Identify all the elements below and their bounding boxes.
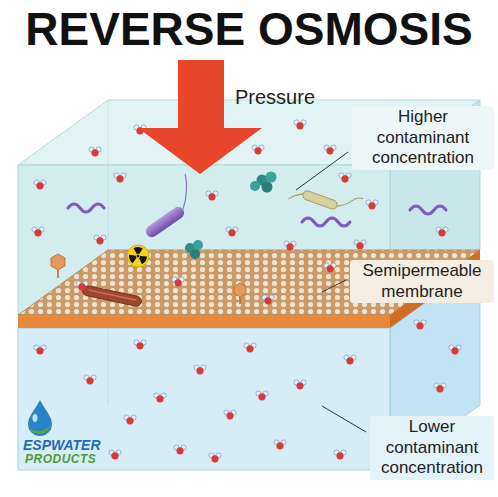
flagellum xyxy=(288,190,303,204)
diagram-title: REVERSE OSMOSIS xyxy=(10,6,488,52)
leader-line xyxy=(322,406,366,432)
rod-highlight xyxy=(89,290,136,300)
pressure-arrow-shaft xyxy=(178,60,224,130)
water-molecule xyxy=(134,340,146,350)
water-molecule xyxy=(449,345,461,355)
pressure-label: Pressure xyxy=(232,84,342,110)
virus-capsid xyxy=(51,254,65,270)
contaminant-cluster xyxy=(250,172,277,193)
water-molecule xyxy=(32,227,44,237)
callout-label: Lower contaminant concentration xyxy=(370,416,494,480)
particle-rod xyxy=(82,285,143,307)
water-molecule xyxy=(94,235,106,245)
water-molecule xyxy=(76,281,88,291)
water-molecule xyxy=(124,415,136,425)
lower-front-face xyxy=(18,328,390,470)
virus-tail xyxy=(239,297,241,304)
water-molecule xyxy=(339,173,351,183)
pressure-arrow-head xyxy=(138,128,262,174)
drop-shape xyxy=(28,400,52,436)
water-molecule xyxy=(434,383,446,393)
cluster-ball xyxy=(262,182,273,193)
leader-line xyxy=(296,152,348,190)
water-molecule xyxy=(89,147,101,157)
water-molecule xyxy=(34,345,46,355)
water-molecule xyxy=(366,200,378,210)
cluster-ball xyxy=(266,172,277,183)
membrane-front-band xyxy=(18,315,390,328)
radiation-disc xyxy=(127,245,149,267)
logo-text: PRODUCTS xyxy=(22,451,118,468)
virus xyxy=(51,254,65,278)
water-molecule xyxy=(34,180,46,190)
logo-drop xyxy=(28,400,52,436)
contaminant-worm xyxy=(410,206,446,214)
water-molecule xyxy=(209,453,221,463)
virus xyxy=(234,283,246,304)
bacterium-body xyxy=(144,204,187,239)
water-molecule xyxy=(334,450,346,460)
radiation-gap xyxy=(136,254,140,258)
bacterium-body xyxy=(302,190,339,211)
cluster-ball xyxy=(250,181,260,191)
water-molecule xyxy=(262,295,274,305)
water-molecule xyxy=(284,241,296,251)
water-molecule xyxy=(294,120,306,129)
water-molecule xyxy=(114,173,126,183)
radiation-trefoil xyxy=(130,248,145,263)
virus-tail xyxy=(57,270,59,278)
water-molecule xyxy=(154,393,166,403)
water-molecule xyxy=(172,277,184,287)
radiation-core xyxy=(137,255,140,258)
hidden-edge xyxy=(108,100,109,250)
water-molecule xyxy=(324,145,336,155)
contaminant-worm xyxy=(302,218,350,226)
rod-body xyxy=(82,285,143,307)
water-molecule xyxy=(224,410,236,420)
water-molecule xyxy=(436,227,448,237)
water-molecule xyxy=(244,343,256,353)
contaminant-worm xyxy=(68,204,104,212)
water-molecule xyxy=(84,375,96,385)
water-molecule xyxy=(274,440,286,450)
water-molecule xyxy=(256,391,268,401)
water-molecule xyxy=(294,380,306,390)
radiation-symbol xyxy=(127,245,149,267)
water-molecule xyxy=(109,450,121,460)
water-molecule xyxy=(324,263,336,273)
cluster-ball xyxy=(190,249,200,259)
cluster-ball xyxy=(193,240,203,250)
flagellum xyxy=(167,174,201,210)
drop-highlight xyxy=(33,414,38,422)
bacterium xyxy=(288,175,363,223)
contaminant-cluster xyxy=(185,240,203,259)
water-molecule xyxy=(206,191,218,201)
water-molecule xyxy=(174,445,186,455)
bacterium xyxy=(131,174,205,240)
water-molecule xyxy=(344,355,356,365)
leader-line xyxy=(322,280,346,292)
callout-label: Semipermeable membrane xyxy=(350,260,494,303)
callout-label: Higher contaminant concentration xyxy=(352,106,494,170)
flagellum xyxy=(337,191,363,214)
water-molecule xyxy=(354,240,366,250)
virus-capsid xyxy=(234,283,246,297)
drop-swoosh xyxy=(30,424,52,434)
water-molecule xyxy=(226,227,238,237)
water-molecule xyxy=(252,145,264,155)
water-molecule xyxy=(414,320,426,330)
water-molecule xyxy=(194,365,206,375)
